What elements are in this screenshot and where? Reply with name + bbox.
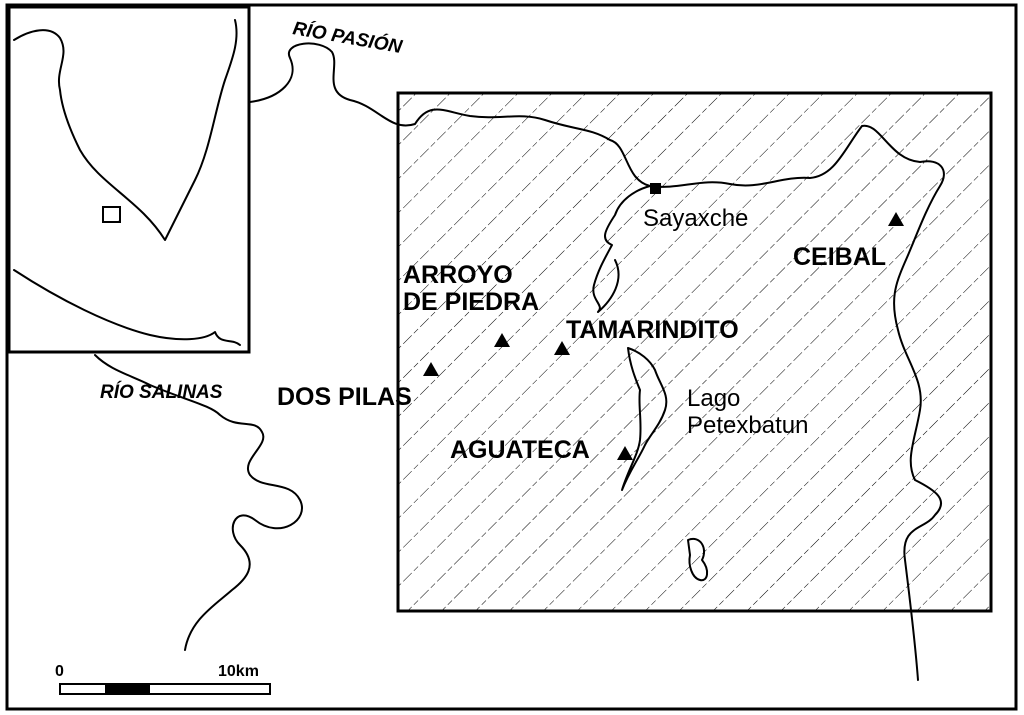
ceibal-marker (888, 212, 904, 226)
dos-pilas-label: DOS PILAS (277, 383, 412, 411)
scale-end-label: 10km (218, 663, 259, 680)
scale-bar-frame (59, 683, 271, 695)
inset-map-frame (7, 5, 251, 354)
lago-petexbatun-shore (621, 347, 668, 491)
small-lake (687, 537, 708, 582)
ceibal-label: CEIBAL (793, 243, 886, 271)
rio-salinas-label: RÍO SALINAS (100, 381, 223, 403)
inset-location-marker (102, 206, 121, 223)
rio-salinas-river (94, 354, 303, 651)
aguateca-marker (617, 446, 633, 460)
rio-pasion-river (249, 42, 945, 681)
lago-petexbatun-label-line2: Petexbatun (687, 412, 808, 439)
tamarindito-label: TAMARINDITO (566, 316, 739, 344)
lago-petexbatun-label-line1: Lago (687, 385, 740, 412)
arroyo-de-piedra-marker (494, 333, 510, 347)
tamarindito-marker (554, 341, 570, 355)
aguateca-label: AGUATECA (450, 436, 590, 464)
arroyo-de-piedra-label-line1: ARROYO (403, 261, 513, 289)
inset-coastline (13, 19, 238, 241)
scale-bar: 0 10km (55, 663, 271, 695)
scale-start-label: 0 (55, 663, 64, 680)
arroyo-de-piedra-label-line2: DE PIEDRA (403, 288, 539, 316)
scale-bar-black-segment (105, 684, 150, 694)
sayaxche-label: Sayaxche (643, 205, 748, 232)
lake-channel-shore (592, 185, 651, 313)
sayaxche-marker (650, 183, 661, 194)
study-area (396, 91, 993, 613)
inset-gulf-coast (13, 269, 241, 346)
dos-pilas-marker (423, 362, 439, 376)
